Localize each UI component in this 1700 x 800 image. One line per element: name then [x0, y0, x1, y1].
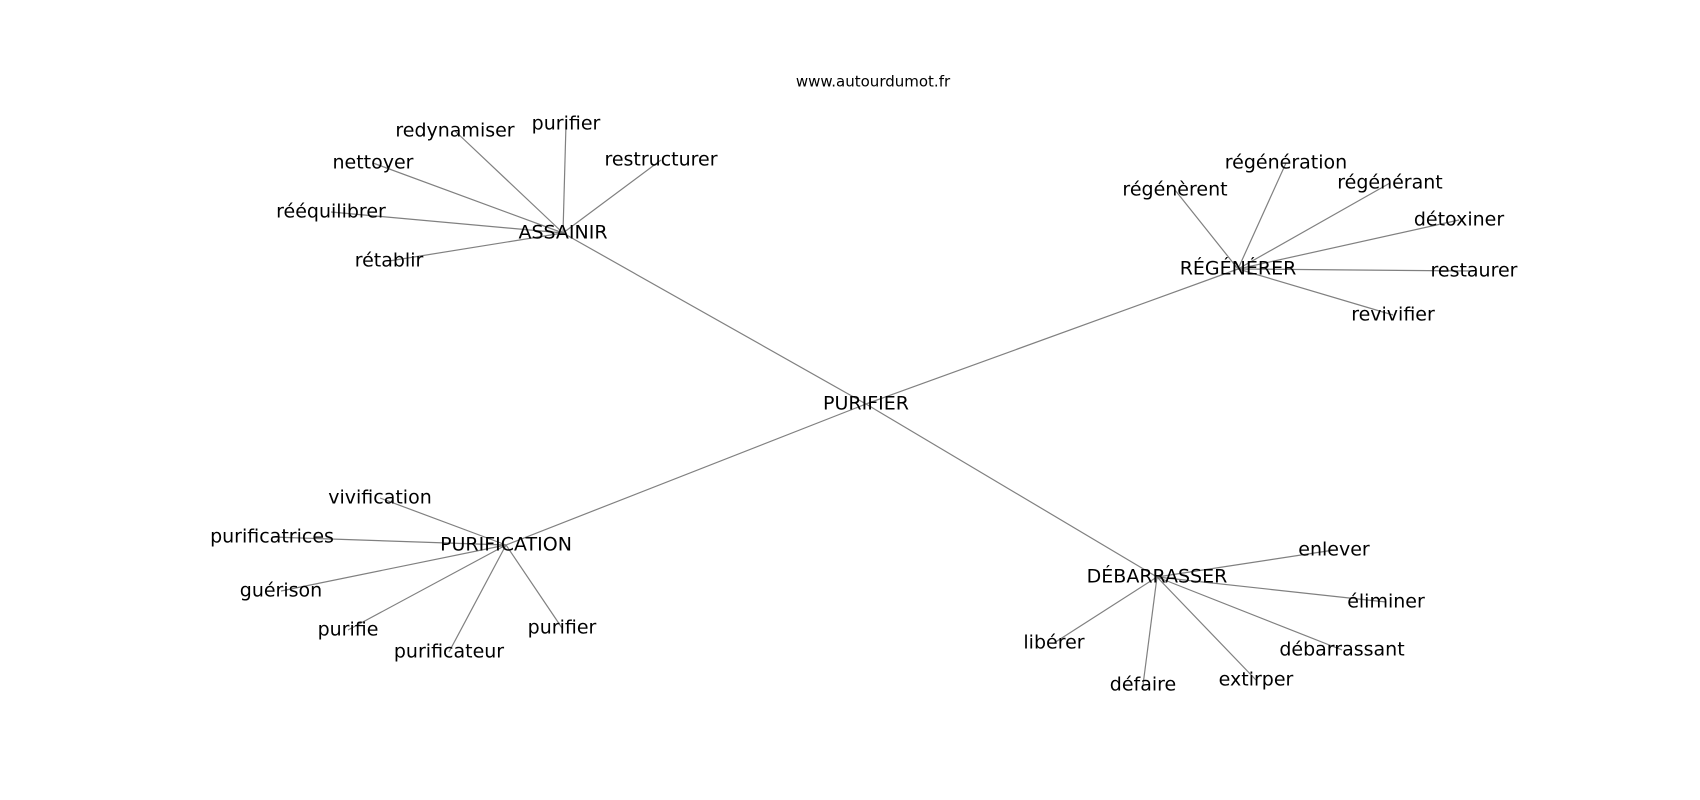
word-node: purifier: [528, 617, 597, 639]
edge-center-to-hub: [562, 232, 867, 405]
word-node: régénèrent: [1122, 179, 1227, 201]
edge-hub-to-word: [1237, 268, 1394, 316]
edge-hub-to-word: [1142, 576, 1158, 686]
watermark-text: www.autourdumot.fr: [796, 73, 951, 91]
word-node: éliminer: [1347, 591, 1425, 613]
word-node: vivification: [328, 487, 432, 509]
edge-hub-to-word: [347, 544, 507, 631]
word-node: débarrassant: [1279, 639, 1404, 661]
word-node: rééquilibrer: [276, 201, 386, 223]
edge-hub-to-word: [1156, 576, 1257, 681]
word-node: purifier: [532, 113, 601, 135]
edge-hub-to-word: [1174, 189, 1239, 270]
edge-hub-to-word: [1237, 268, 1475, 272]
word-node: extirper: [1219, 669, 1294, 691]
edge-hub-to-word: [505, 544, 563, 629]
graph-edges: [271, 123, 1475, 686]
edge-hub-to-word: [448, 544, 507, 653]
word-node: régénérant: [1337, 172, 1443, 194]
word-node: nettoyer: [332, 152, 413, 174]
word-node: redynamiser: [395, 120, 514, 142]
hub-word: RÉGÉNÉRER: [1180, 257, 1297, 280]
edge-hub-to-word: [454, 130, 564, 234]
edge-hub-to-word: [271, 536, 507, 546]
word-node: libérer: [1023, 632, 1084, 654]
edge-hub-to-word: [562, 159, 662, 234]
edge-hub-to-word: [1237, 182, 1391, 270]
edge-hub-to-word: [1053, 576, 1158, 644]
edge-hub-to-word: [1156, 576, 1343, 651]
edge-center-to-hub: [505, 403, 867, 546]
edge-hub-to-word: [379, 497, 507, 546]
word-node: rétablir: [355, 250, 424, 272]
center-word: PURIFIER: [823, 393, 909, 415]
word-node: régénération: [1225, 152, 1347, 174]
word-node: guérison: [240, 580, 322, 602]
edge-hub-to-word: [562, 123, 567, 234]
word-node: restructurer: [604, 149, 717, 171]
word-node: détoxiner: [1414, 209, 1504, 231]
hub-word: DÉBARRASSER: [1087, 565, 1228, 588]
edge-center-to-hub: [865, 403, 1158, 578]
word-node: purifie: [318, 619, 379, 641]
word-node: revivifier: [1351, 304, 1435, 326]
edge-hub-to-word: [372, 162, 564, 234]
edge-hub-to-word: [330, 211, 564, 234]
hub-word: ASSAINIR: [518, 222, 607, 244]
edge-hub-to-word: [1237, 219, 1460, 270]
word-node: purificatrices: [210, 526, 334, 548]
hub-word: PURIFICATION: [440, 534, 572, 556]
edge-center-to-hub: [865, 268, 1239, 405]
word-node: purificateur: [394, 641, 504, 663]
edge-hub-to-word: [280, 544, 507, 592]
edge-hub-to-word: [1156, 549, 1335, 578]
word-node: restaurer: [1430, 260, 1517, 282]
edge-hub-to-word: [1237, 162, 1287, 270]
edge-hub-to-word: [388, 232, 564, 262]
word-node: défaire: [1110, 674, 1176, 696]
edge-hub-to-word: [1156, 576, 1387, 603]
word-node: enlever: [1298, 539, 1370, 561]
